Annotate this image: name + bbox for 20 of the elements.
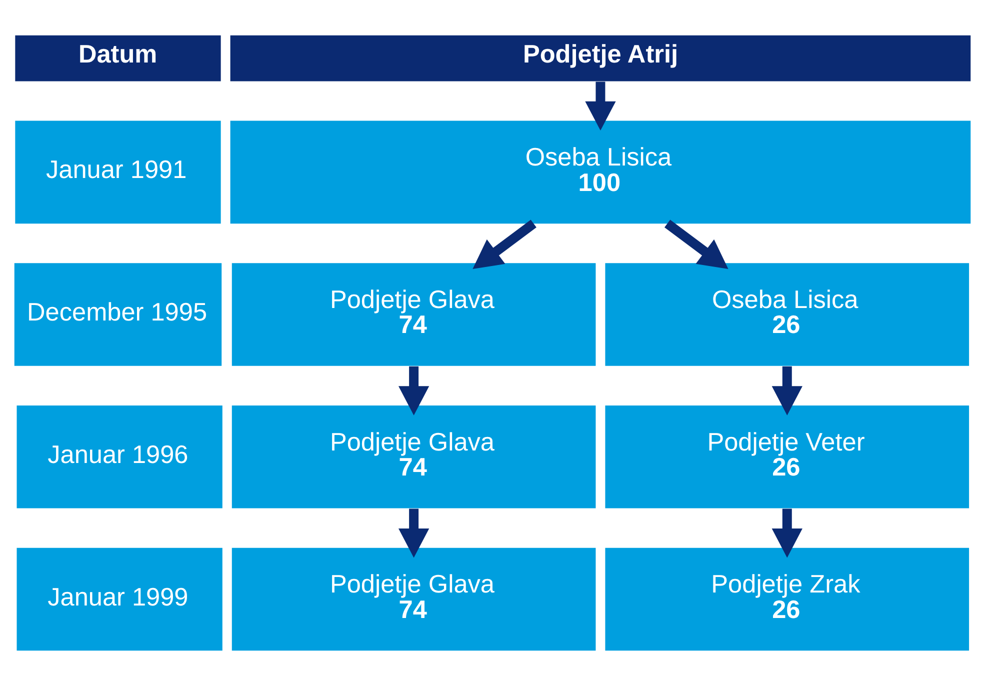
node-box: December 1995 — [14, 262, 222, 366]
node-box: Oseba Lisica 26 — [605, 262, 970, 366]
node-box: Januar 1991 — [15, 120, 221, 224]
node-box: Podjetje Glava 74 — [232, 547, 596, 650]
node-box: Januar 1996 — [16, 404, 222, 508]
node-box: Podjetje Zrak 26 — [605, 547, 970, 650]
node-box: Podjetje Glava 74 — [232, 404, 596, 508]
arrow — [398, 508, 430, 558]
arrow — [664, 219, 728, 269]
node-box: Podjetje Veter 26 — [605, 404, 970, 508]
arrow — [772, 366, 802, 415]
node-box: Datum — [15, 34, 221, 81]
arrow — [398, 366, 430, 415]
arrow — [585, 81, 616, 130]
node-box: Oseba Lisica 100 — [230, 120, 971, 224]
node-box: Januar 1999 — [16, 547, 222, 650]
node-box: Podjetje Glava 74 — [232, 262, 596, 366]
arrow — [772, 508, 802, 558]
node-box: Podjetje Atrij — [230, 34, 971, 81]
arrow — [472, 219, 536, 269]
